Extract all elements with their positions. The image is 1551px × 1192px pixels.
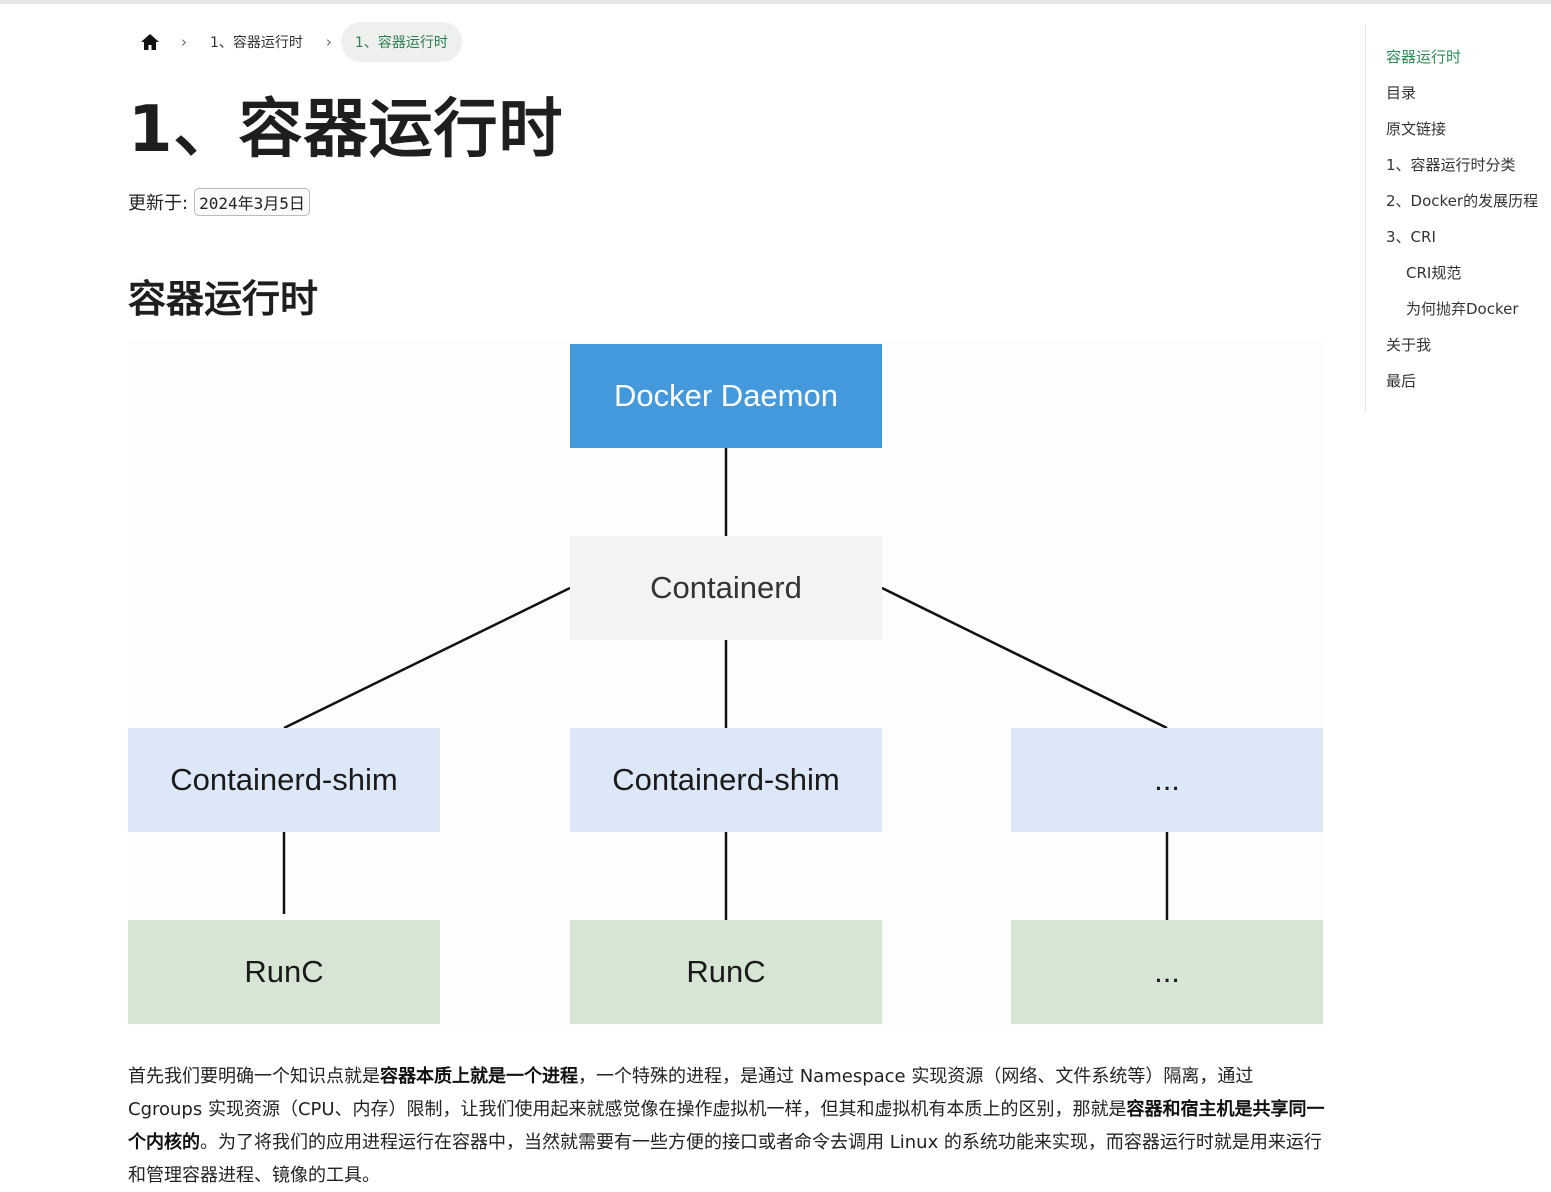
paragraph-text: ，一个特殊的进程，是通过 Namespace 实现资源（网络、文件系统等）隔离，… xyxy=(128,1066,1254,1120)
node-containerd-shim-more: ... xyxy=(1011,728,1323,832)
paragraph-text: 。为了将我们的应用进程运行在容器中，当然就需要有一些方便的接口或者命令去调用 L… xyxy=(128,1132,1322,1186)
edge-containerd-shim-left xyxy=(283,586,571,730)
chevron-right-icon: › xyxy=(181,33,187,51)
toc-item-cri[interactable]: 3、CRI xyxy=(1386,228,1436,246)
breadcrumb-item-parent[interactable]: 1、容器运行时 xyxy=(210,35,303,51)
toc-item-finally[interactable]: 最后 xyxy=(1386,372,1417,390)
paragraph-emphasis: 容器和宿主机是共享同一个内核的 xyxy=(128,1099,1325,1153)
toc-item-original-link[interactable]: 原文链接 xyxy=(1386,120,1447,138)
edge-containerd-shim-right xyxy=(881,586,1168,730)
toc-item-why-drop-docker[interactable]: 为何抛弃Docker xyxy=(1406,300,1519,318)
home-icon xyxy=(141,34,159,50)
section-heading: 容器运行时 xyxy=(128,277,319,321)
node-containerd-shim: Containerd-shim xyxy=(570,728,882,832)
toc-item-about-me[interactable]: 关于我 xyxy=(1386,336,1432,354)
node-docker-daemon: Docker Daemon xyxy=(570,344,882,448)
toc-item-docker-history[interactable]: 2、Docker的发展历程 xyxy=(1386,192,1539,210)
node-runc: RunC xyxy=(570,920,882,1024)
architecture-diagram: Docker Daemon Containerd Containerd-shim… xyxy=(128,340,1324,1030)
breadcrumb-item-current[interactable]: 1、容器运行时 xyxy=(340,22,462,62)
chevron-right-icon: › xyxy=(325,33,332,51)
paragraph-text: 首先我们要明确一个知识点就是 xyxy=(128,1066,380,1087)
node-runc: RunC xyxy=(128,920,440,1024)
toc-item-cri-spec[interactable]: CRI规范 xyxy=(1406,264,1462,282)
toc-item-runtime-categories[interactable]: 1、容器运行时分类 xyxy=(1386,156,1516,174)
updated-info: 更新于: 2024年3月5日 xyxy=(128,188,310,216)
toc-item-container-runtime[interactable]: 容器运行时 xyxy=(1386,48,1462,66)
node-containerd: Containerd xyxy=(570,536,882,640)
node-runc-more: ... xyxy=(1011,920,1323,1024)
page-title: 1、容器运行时 xyxy=(128,93,564,167)
home-button[interactable] xyxy=(128,22,172,62)
paragraph-emphasis: 容器本质上就是一个进程 xyxy=(380,1066,578,1087)
diagram-edges xyxy=(282,448,1169,920)
node-containerd-shim: Containerd-shim xyxy=(128,728,440,832)
table-of-contents: 容器运行时 目录 原文链接 1、容器运行时分类 2、Docker的发展历程 3、… xyxy=(1365,24,1551,412)
intro-paragraph: 首先我们要明确一个知识点就是容器本质上就是一个进程，一个特殊的进程，是通过 Na… xyxy=(128,1060,1328,1192)
updated-date: 2024年3月5日 xyxy=(194,188,310,216)
top-border xyxy=(0,0,1551,4)
toc-item-contents[interactable]: 目录 xyxy=(1386,84,1417,102)
updated-label: 更新于: xyxy=(128,193,189,214)
breadcrumb: › 1、容器运行时 › 1、容器运行时 xyxy=(128,22,462,62)
